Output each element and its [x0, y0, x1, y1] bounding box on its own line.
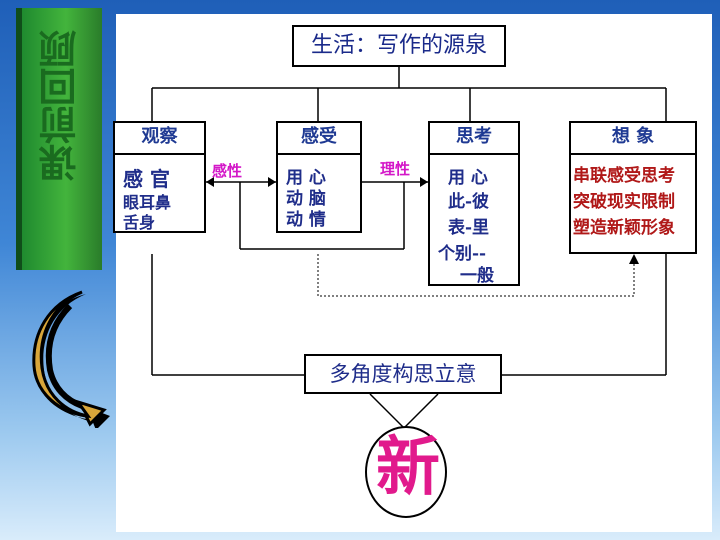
node-feel-head: 感受: [278, 123, 360, 155]
node-observe: 观察 感 官 眼耳鼻 舌身: [113, 121, 206, 233]
imagine-line-1: 串联感受思考: [573, 166, 675, 186]
feel-line-3: 动 情: [286, 210, 326, 230]
sidebar-bar: [22, 8, 102, 270]
edge-label-rational: 理性: [380, 160, 411, 178]
observe-line-3: 舌身: [123, 213, 156, 232]
diagram-title: 生活：写作的源泉: [292, 25, 506, 67]
feel-line-2: 动 脑: [286, 189, 326, 209]
result-character: 新: [376, 430, 440, 505]
observe-line-1: 感 官: [123, 167, 170, 191]
feel-line-1: 用 心: [286, 168, 326, 188]
back-arrow-icon[interactable]: [30, 288, 110, 428]
think-line-2: 此-彼: [448, 192, 490, 212]
think-line-3: 表-里: [448, 218, 490, 238]
observe-line-2: 眼耳鼻: [123, 193, 172, 212]
think-line-4: 个别--: [438, 244, 487, 264]
edge-label-perceptual: 感性: [212, 162, 243, 180]
imagine-line-2: 突破现实限制: [573, 192, 675, 212]
node-think-head: 思考: [430, 123, 518, 155]
node-imagine-head: 想 象: [571, 123, 695, 155]
think-line-5: 一般: [460, 266, 494, 286]
node-think: 思考 用 心 此-彼 表-里 个别-- 一般: [428, 121, 520, 286]
node-feel: 感受 用 心 动 脑 动 情: [276, 121, 362, 233]
think-line-1: 用 心: [448, 168, 488, 188]
imagine-line-3: 塑造新颖形象: [573, 218, 675, 238]
node-observe-head: 观察: [115, 123, 204, 155]
node-imagine: 想 象 串联感受思考 突破现实限制 塑造新颖形象: [569, 121, 697, 254]
bottom-concept: 多角度构思立意: [304, 354, 502, 394]
